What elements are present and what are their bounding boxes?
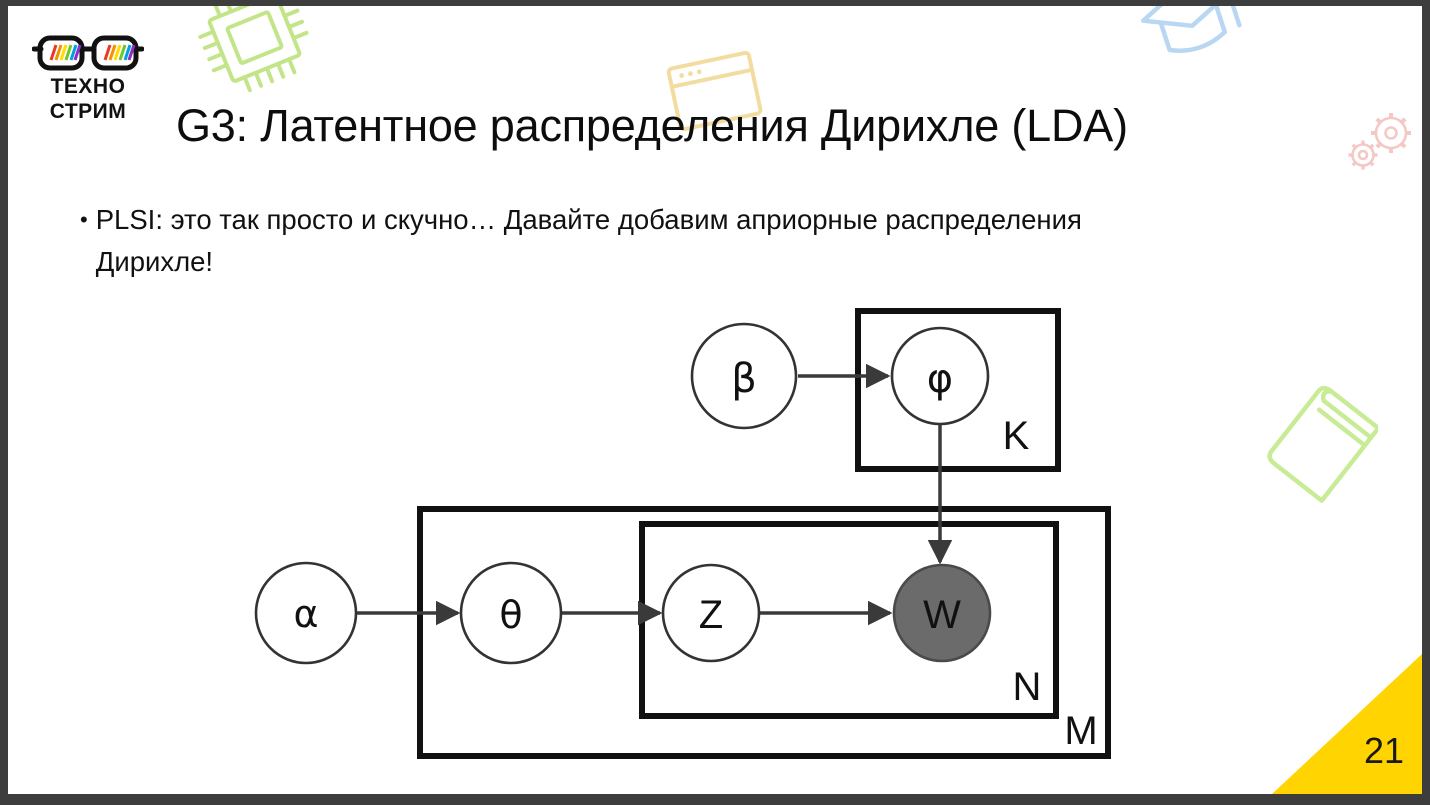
node-beta-label: β	[731, 356, 757, 402]
bullet-marker: •	[80, 207, 88, 232]
lda-plate-diagram: K M N β	[254, 308, 1111, 759]
technostream-logo: ТЕХНО СТРИМ	[32, 32, 152, 124]
node-theta: θ	[459, 561, 563, 665]
logo-line-1: ТЕХНО	[50, 75, 126, 98]
node-z: Z	[661, 563, 761, 663]
list-item: • PLSI: это так просто и скучно… Давайте…	[80, 199, 1200, 283]
plate-M-label: M	[1064, 709, 1097, 753]
node-theta-label: θ	[499, 593, 522, 637]
node-w-label: W	[923, 593, 961, 637]
page-title: G3: Латентное распределения Дирихле (LDA…	[176, 100, 1128, 152]
plate-M: M	[417, 506, 1111, 759]
node-alpha-label: α	[293, 592, 318, 636]
page-number: 21	[1363, 730, 1404, 771]
glasses-icon	[32, 35, 144, 71]
plate-K: K	[855, 308, 1061, 472]
node-w: W	[892, 563, 992, 663]
bullet-text: PLSI: это так просто и скучно… Давайте д…	[95, 204, 1082, 277]
plate-K-label: K	[1003, 414, 1030, 458]
node-alpha: α	[254, 561, 358, 665]
corner-triangle	[1272, 654, 1422, 794]
node-phi-label: φ	[927, 356, 953, 402]
logo-line-2: СТРИМ	[49, 100, 127, 123]
page-number-corner: 21	[1272, 654, 1422, 794]
node-z-label: Z	[699, 593, 723, 637]
node-beta: β	[690, 322, 798, 430]
bullet-list: • PLSI: это так просто и скучно… Давайте…	[80, 199, 1200, 283]
plate-N-label: N	[1013, 665, 1042, 709]
node-phi: φ	[890, 326, 990, 426]
slide-canvas: ТЕХНО СТРИМ G3: Латентное распределения …	[8, 6, 1422, 794]
